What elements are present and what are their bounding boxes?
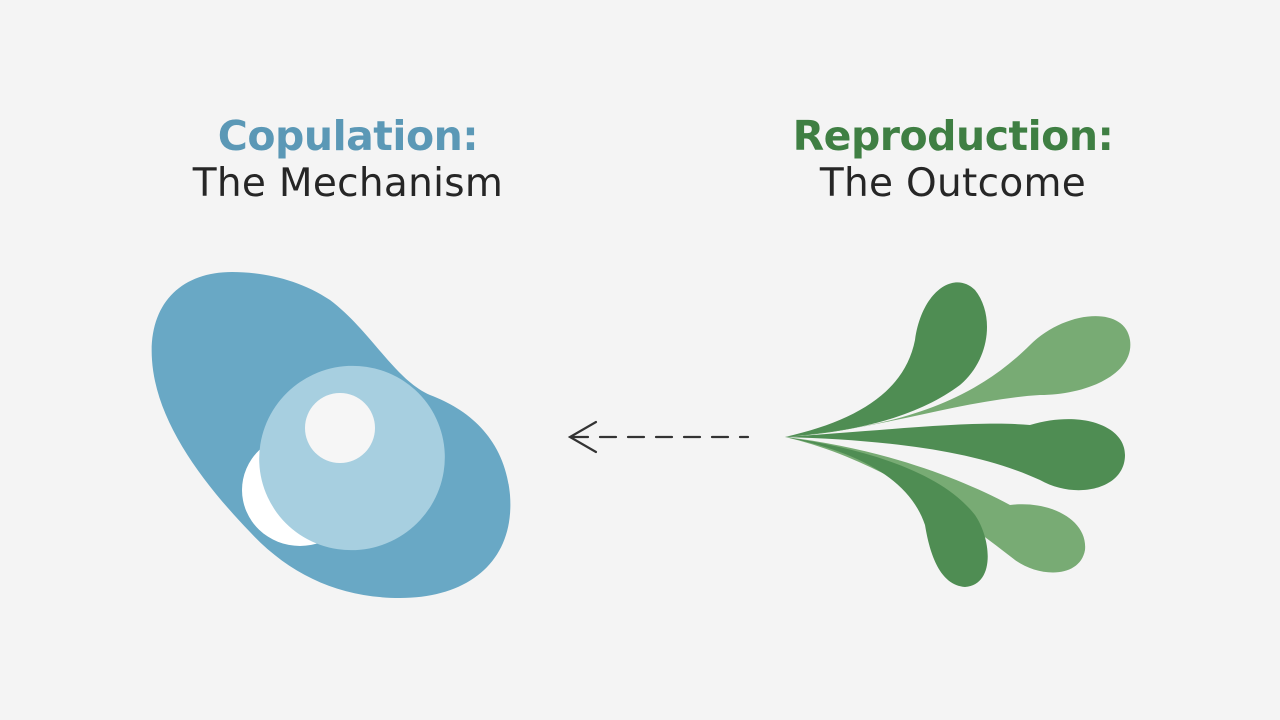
reproduction-heading: Reproduction: The Outcome — [748, 112, 1158, 208]
arrow-head — [567, 420, 598, 454]
copulation-title: Copulation: — [217, 112, 479, 160]
cell-nucleolus — [305, 393, 375, 463]
leaf-lower-right — [785, 437, 1086, 573]
reproduction-title: Reproduction: — [792, 112, 1114, 160]
arrow-left-icon — [567, 420, 750, 454]
leaf-bottom — [785, 437, 988, 587]
copulation-subtitle: The Mechanism — [192, 161, 504, 206]
leaf-top — [785, 282, 987, 437]
copulation-heading: Copulation: The Mechanism — [148, 112, 548, 208]
cell-icon — [151, 272, 511, 598]
sprout-leaves-icon — [785, 282, 1131, 587]
reproduction-subtitle: The Outcome — [819, 161, 1087, 206]
leaf-upper-right — [785, 316, 1131, 437]
leaf-middle — [785, 419, 1125, 491]
